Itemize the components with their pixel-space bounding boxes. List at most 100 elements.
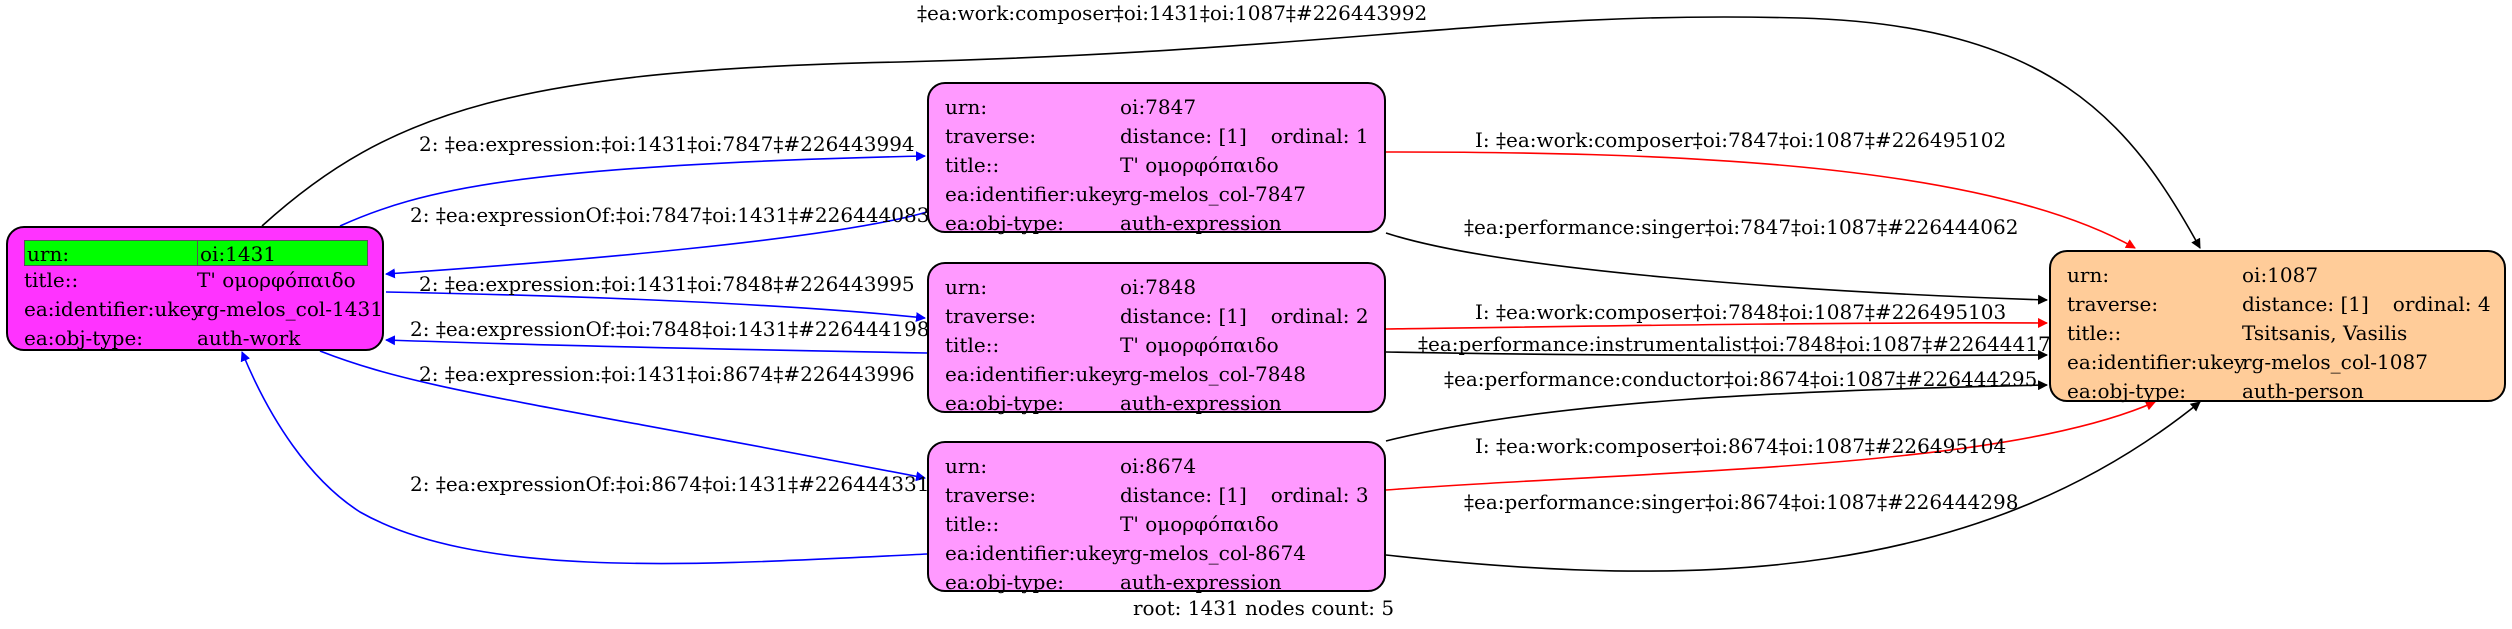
root-title-key: title:: xyxy=(24,268,79,292)
type-row: ea:obj-type: auth-expression xyxy=(945,209,1370,238)
traverse-key: traverse: xyxy=(2067,292,2159,316)
node-expression-7847[interactable]: urn:oi:7847 traverse:distance: [1]ordina… xyxy=(927,82,1386,235)
traverse-value: distance: [1] ordinal: 3 xyxy=(1120,481,1370,510)
root-title-value: Τ' ομορφόπαιδο xyxy=(197,268,356,292)
edge-composer-7847 xyxy=(1385,151,2136,249)
title-value: Τ' ομορφόπαιδο xyxy=(1120,153,1279,177)
title-key: title:: xyxy=(2067,321,2122,345)
edge-conductor-8674 xyxy=(1385,380,2048,442)
urn-key: urn: xyxy=(945,454,988,478)
edge-label-singer-8674: ‡ea:performance:singer‡oi:8674‡oi:1087‡#… xyxy=(1464,490,2019,514)
edge-composer-7848 xyxy=(1385,317,2048,330)
type-key: ea:obj-type: xyxy=(945,570,1065,594)
edge-expressionof-8674 xyxy=(240,351,928,565)
urn-row: urn:oi:7848 xyxy=(945,273,1370,302)
urn-value: oi:7847 xyxy=(1120,95,1197,119)
root-type-value: auth-work xyxy=(197,326,301,350)
root-urn-row: urn: oi:1431 xyxy=(24,240,368,266)
type-key: ea:obj-type: xyxy=(945,391,1065,415)
urn-key: urn: xyxy=(2067,263,2110,287)
title-value: Tsitsanis, Vasilis xyxy=(2242,321,2408,345)
ukey-value: rg-melos_col-7847 xyxy=(1120,182,1306,206)
edge-expression-7848 xyxy=(385,291,926,323)
root-urn-value: oi:1431 xyxy=(200,242,277,266)
ukey-key: ea:identifier:ukey xyxy=(945,362,1124,386)
urn-row: urn: oi:1087 xyxy=(2067,261,2490,290)
type-row: ea:obj-type: auth-person xyxy=(2067,377,2490,406)
distance-value: distance: [1] xyxy=(2242,292,2369,316)
urn-value: oi:8674 xyxy=(1120,454,1197,478)
edge-expression-7847 xyxy=(339,151,926,227)
ordinal-value: ordinal: 4 xyxy=(2392,292,2491,316)
traverse-row: traverse: distance: [1] ordinal: 4 xyxy=(2067,290,2491,319)
root-title-row: title:: Τ' ομορφόπαιδο xyxy=(24,266,368,295)
title-value: Τ' ομορφόπαιδο xyxy=(1120,333,1279,357)
type-key: ea:obj-type: xyxy=(945,211,1065,235)
title-row: title::Τ' ομορφόπαιδο xyxy=(945,151,1370,180)
node-expression-8674[interactable]: urn: oi:8674 traverse: distance: [1] ordina… xyxy=(927,441,1386,594)
ordinal-value: ordinal: 1 xyxy=(1270,124,1369,148)
root-ukey-row: ea:identifier:ukey rg-melos_col-1431 xyxy=(24,295,383,324)
type-row: ea:obj-type: auth-expression xyxy=(945,568,1370,597)
ukey-key: ea:identifier:ukey xyxy=(945,541,1124,565)
ukey-key: ea:identifier:ukey xyxy=(945,182,1124,206)
edge-label-instrumentalist-7848: ‡ea:performance:instrumentalist‡oi:7848‡… xyxy=(1418,332,2064,356)
traverse-value: distance: [1] ordinal: 1 xyxy=(1120,122,1370,151)
node-expression-7848[interactable]: urn:oi:7848 traverse: distance: [1] ordina… xyxy=(927,262,1386,415)
traverse-row: traverse: distance: [1] ordinal: 3 xyxy=(945,481,1370,510)
ukey-value: rg-melos_col-7848 xyxy=(1120,362,1306,386)
distance-value: distance: [1] xyxy=(1120,483,1247,507)
type-value: auth-expression xyxy=(1120,211,1282,235)
ukey-value: rg-melos_col-1087 xyxy=(2242,350,2428,374)
edge-label-composer-8674: I: ‡ea:work:composer‡oi:8674‡oi:1087‡#22… xyxy=(1475,434,2007,458)
edge-instrumentalist-7848 xyxy=(1385,350,2048,361)
title-key: title:: xyxy=(945,153,1000,177)
type-value: auth-person xyxy=(2242,379,2364,403)
edge-label-expression-7848: 2: ‡ea:expression:‡oi:1431‡oi:7848‡#2264… xyxy=(419,272,915,296)
traverse-value: distance: [1] ordinal: 2 xyxy=(1120,302,1370,331)
type-value: auth-expression xyxy=(1120,391,1282,415)
edge-expression-8674 xyxy=(319,350,926,482)
edge-label-expressionof-7847: 2: ‡ea:expressionOf:‡oi:7847‡oi:1431‡#22… xyxy=(410,203,930,227)
node-person-1087[interactable]: urn: oi:1087 traverse: distance: [1] ordina… xyxy=(2049,250,2506,403)
edge-label-composer-7847: I: ‡ea:work:composer‡oi:7847‡oi:1087‡#22… xyxy=(1475,128,2007,152)
edge-singer-7847 xyxy=(1385,232,2048,305)
root-ukey-key: ea:identifier:ukey xyxy=(24,297,203,321)
graph-footer: root: 1431 nodes count: 5 xyxy=(1133,596,1395,620)
urn-row: urn: oi:7847 xyxy=(945,93,1370,122)
edge-label-top-composer: ‡ea:work:composer‡oi:1431‡oi:1087‡#22644… xyxy=(917,1,1428,25)
root-urn-key: urn: xyxy=(25,241,198,266)
ukey-value: rg-melos_col-8674 xyxy=(1120,541,1306,565)
root-ukey-value: rg-melos_col-1431 xyxy=(197,297,383,321)
edge-label-expression-8674: 2: ‡ea:expression:‡oi:1431‡oi:8674‡#2264… xyxy=(419,362,915,386)
edge-label-singer-7847: ‡ea:performance:singer‡oi:7847‡oi:1087‡#… xyxy=(1464,215,2019,239)
edge-singer-8674 xyxy=(1385,401,2201,572)
type-key: ea:obj-type: xyxy=(2067,379,2187,403)
urn-key: urn: xyxy=(945,95,988,119)
traverse-row: traverse:distance: [1]ordinal: 1 xyxy=(945,122,1370,151)
ordinal-value: ordinal: 2 xyxy=(1270,304,1369,328)
type-value: auth-expression xyxy=(1120,570,1282,594)
urn-row: urn: oi:8674 xyxy=(945,452,1370,481)
title-key: title:: xyxy=(945,512,1000,536)
urn-value: oi:1087 xyxy=(2242,263,2319,287)
title-row: title::Τ' ομορφόπαιδο xyxy=(945,331,1370,360)
edge-composer-8674 xyxy=(1385,401,2156,491)
traverse-key: traverse: xyxy=(945,483,1037,507)
distance-value: distance: [1] xyxy=(1120,124,1247,148)
title-key: title:: xyxy=(945,333,1000,357)
traverse-key: traverse: xyxy=(945,304,1037,328)
node-root-work[interactable]: urn: oi:1431 title:: Τ' ομορφόπαιδο ea:i… xyxy=(6,226,384,351)
distance-value: distance: [1] xyxy=(1120,304,1247,328)
ukey-key: ea:identifier:ukey xyxy=(2067,350,2246,374)
ordinal-value: ordinal: 3 xyxy=(1270,483,1369,507)
title-row: title::Τ' ομορφόπαιδο xyxy=(945,510,1370,539)
edge-label-composer-7848: I: ‡ea:work:composer‡oi:7848‡oi:1087‡#22… xyxy=(1475,300,2007,324)
edge-label-expressionof-8674: 2: ‡ea:expressionOf:‡oi:8674‡oi:1431‡#22… xyxy=(410,472,930,496)
urn-value: oi:7848 xyxy=(1120,275,1197,299)
